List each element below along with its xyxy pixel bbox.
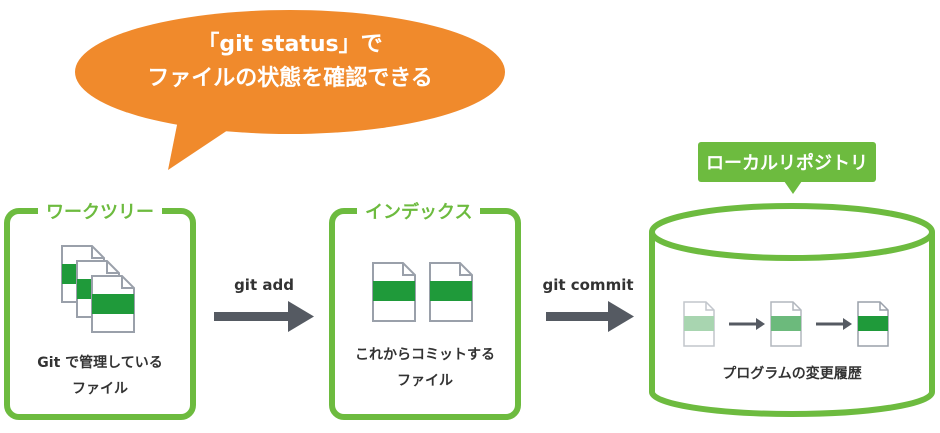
index-file-icon-1	[372, 262, 416, 322]
git-commit-arrow	[546, 301, 634, 332]
working-tree-title: ワークツリー	[38, 200, 162, 226]
working-tree-caption-line-1: Git で管理している	[37, 355, 163, 371]
git-add-arrow	[214, 301, 314, 332]
working-tree-file-stack-icon	[61, 245, 135, 333]
repo-label-pointer	[784, 181, 802, 194]
index-title: インデックス	[357, 200, 481, 226]
index-caption-line-2: ファイル	[397, 373, 453, 389]
history-file-icon-latest	[857, 301, 889, 347]
bubble-line-1: 「git status」で	[197, 32, 383, 57]
index-caption: これからコミットする ファイル	[335, 342, 515, 394]
history-file-icon-mid	[770, 301, 802, 347]
bubble-text: 「git status」で ファイルの状態を確認できる	[120, 28, 460, 96]
history-arrow-1	[729, 318, 765, 330]
index-caption-line-1: これからコミットする	[355, 347, 495, 363]
index-file-icon-2	[429, 262, 473, 322]
git-commit-label: git commit	[542, 276, 634, 294]
bubble-line-2: ファイルの状態を確認できる	[147, 66, 433, 91]
history-file-icon-old	[683, 301, 715, 347]
history-arrow-2	[816, 318, 852, 330]
speech-bubble	[75, 10, 505, 170]
repository-caption: プログラムの変更履歴	[722, 366, 862, 382]
working-tree-caption-line-2: ファイル	[72, 381, 128, 397]
git-add-label: git add	[234, 276, 294, 294]
working-tree-caption: Git で管理している ファイル	[10, 350, 190, 402]
repository-title: ローカルリポジトリ	[698, 142, 876, 182]
